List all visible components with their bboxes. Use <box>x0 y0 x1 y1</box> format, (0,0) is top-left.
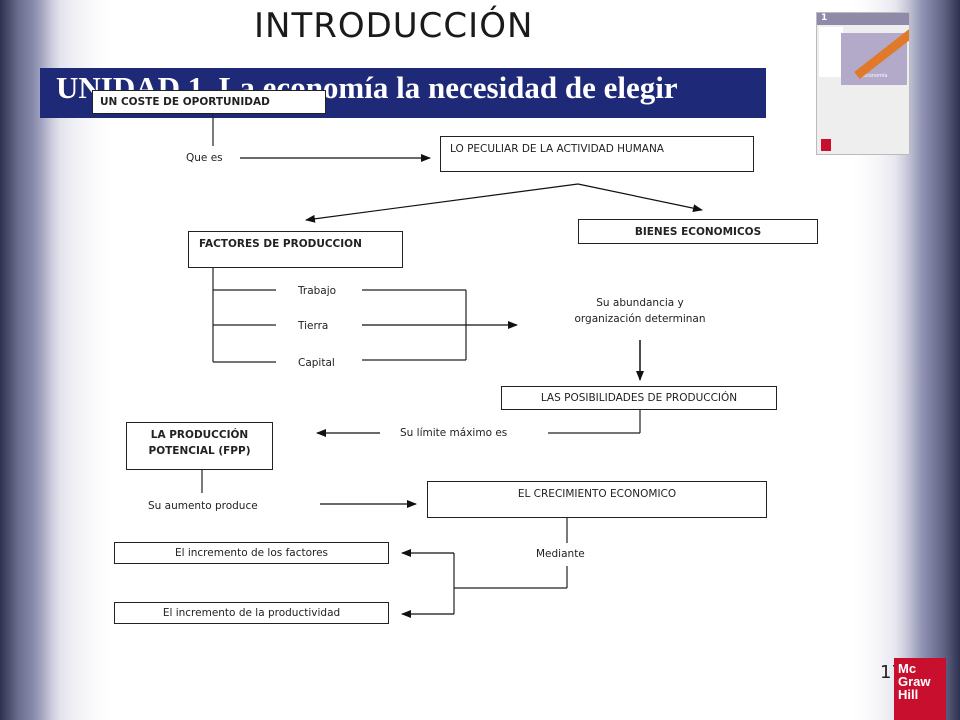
factor-capital: Capital <box>298 357 335 369</box>
box-incremento-productividad-label: El incremento de la productividad <box>162 607 341 619</box>
book-cover-logo <box>821 139 831 151</box>
book-cover-band <box>817 13 909 25</box>
label-abundancia-line1: Su abundancia y <box>596 297 684 309</box>
book-cover-image: 1 economía <box>816 12 910 155</box>
box-factores-label: FACTORES DE PRODUCCION <box>199 238 362 250</box>
box-coste-oportunidad: UN COSTE DE OPORTUNIDAD <box>92 90 326 114</box>
label-abundancia-line2: organización determinan <box>574 313 706 325</box>
logo-line-mc: Mc <box>898 661 917 676</box>
label-limite-maximo: Su límite máximo es <box>400 427 508 439</box>
label-mediante: Mediante <box>536 548 585 560</box>
box-posibilidades-produccion: LAS POSIBILIDADES DE PRODUCCIÓN <box>501 386 777 410</box>
box-fpp-line2: POTENCIAL (FPP) <box>148 445 251 457</box>
box-coste-oportunidad-label: UN COSTE DE OPORTUNIDAD <box>100 96 270 108</box>
box-peculiar-label: LO PECULIAR DE LA ACTIVIDAD HUMANA <box>450 143 664 155</box>
book-cover-corner <box>819 27 843 77</box>
box-produccion-potencial: LA PRODUCCIÓN POTENCIAL (FPP) <box>126 422 273 470</box>
mcgraw-hill-logo: Mc Graw Hill <box>894 658 946 720</box>
logo-line-hill: Hill <box>898 687 919 702</box>
box-fpp-line1: LA PRODUCCIÓN <box>150 429 249 441</box>
box-incremento-factores: El incremento de los factores <box>114 542 389 564</box>
box-incremento-productividad: El incremento de la productividad <box>114 602 389 624</box>
book-cover-word: economía <box>863 73 888 79</box>
box-incremento-factores-label: El incremento de los factores <box>174 547 329 559</box>
arrow-to-bienes <box>577 183 703 213</box>
logo-line-graw: Graw <box>898 674 931 689</box>
box-posibilidades-label: LAS POSIBILIDADES DE PRODUCCIÓN <box>540 392 738 404</box>
box-crecimiento-label: EL CRECIMIENTO ECONOMICO <box>517 488 677 500</box>
label-que-es: Que es <box>186 152 223 164</box>
label-su-aumento: Su aumento produce <box>148 500 258 512</box>
box-peculiar-actividad: LO PECULIAR DE LA ACTIVIDAD HUMANA <box>440 136 754 172</box>
factor-trabajo: Trabajo <box>298 285 337 297</box>
box-factores-produccion: FACTORES DE PRODUCCION <box>188 231 403 268</box>
factor-tierra: Tierra <box>298 320 329 332</box>
box-bienes-label: BIENES ECONOMICOS <box>634 226 762 238</box>
slide-title: INTRODUCCIÓN <box>254 6 534 46</box>
box-bienes-economicos: BIENES ECONOMICOS <box>578 219 818 244</box>
box-crecimiento-economico: EL CRECIMIENTO ECONOMICO <box>427 481 767 518</box>
arrow-to-factores <box>305 183 579 223</box>
book-cover-number: 1 <box>821 13 828 23</box>
content-panel <box>40 0 920 720</box>
